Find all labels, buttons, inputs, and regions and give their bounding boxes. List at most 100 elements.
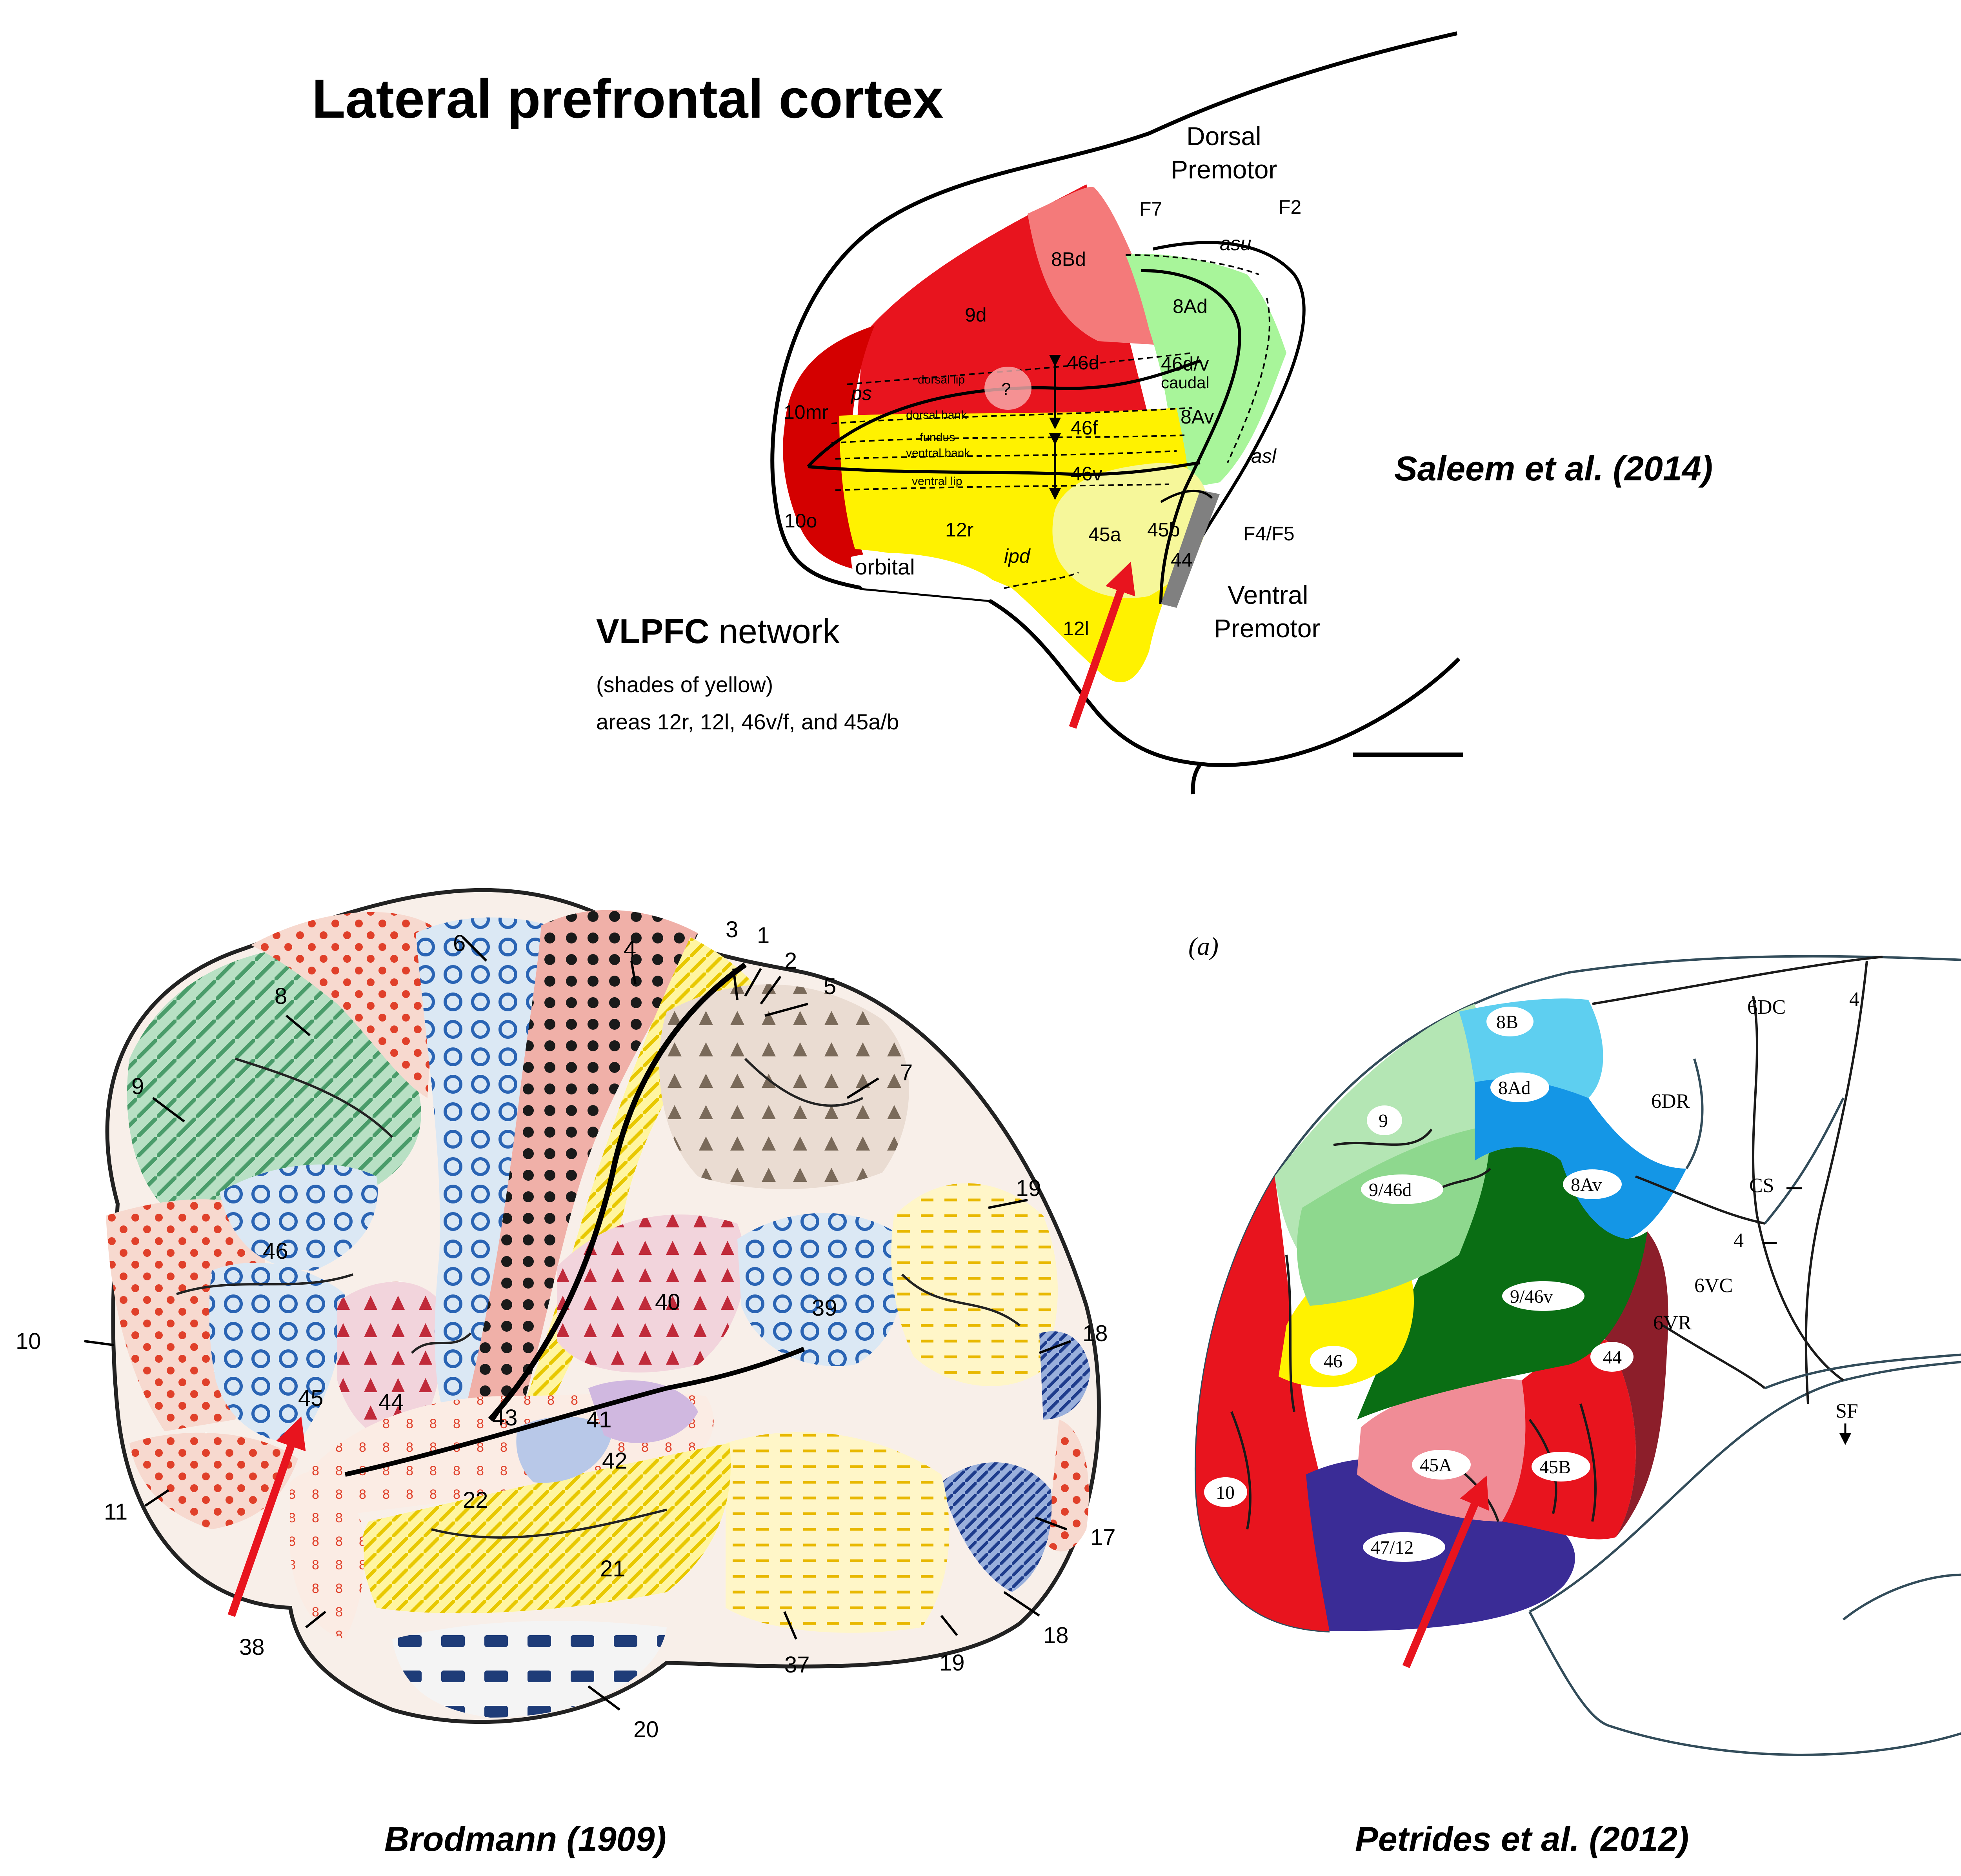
network-note-2: areas 12r, 12l, 46v/f, and 45a/b	[596, 709, 899, 734]
brodmann-label-3: 3	[726, 917, 738, 942]
label-question: ?	[1001, 380, 1011, 399]
dorsal-premotor-line1: Dorsal	[1186, 122, 1261, 151]
label-46f: 46f	[1071, 417, 1098, 439]
petrides-outer-SF: SF	[1835, 1400, 1858, 1422]
ventral-premotor-line2: Premotor	[1214, 614, 1320, 643]
brodmann-panel: 4 3 1 2 5 6 7 8 9 10 11 19 18 17 18 19 3…	[16, 888, 1116, 1858]
oval-45A	[1412, 1450, 1471, 1480]
brodmann-label-18-top: 18	[1082, 1321, 1108, 1346]
oval-45B	[1532, 1452, 1590, 1482]
brodmann-area-39	[737, 1213, 903, 1366]
oval-47-12	[1363, 1532, 1445, 1562]
brodmann-area-8	[251, 912, 435, 1098]
petrides-outer-4-mid: 4	[1734, 1229, 1744, 1252]
sylvian-fissure	[344, 1347, 805, 1477]
brodmann-label-40: 40	[655, 1289, 680, 1315]
brodmann-label-44: 44	[378, 1389, 404, 1415]
layer-fundus: fundus	[920, 431, 955, 444]
saleem-brainstem-curve	[1191, 763, 1202, 794]
petrides-label-8B: 8B	[1496, 1012, 1518, 1033]
petrides-outer-lines	[1685, 1058, 1961, 1389]
oval-9-46v	[1502, 1281, 1584, 1311]
brodmann-gyral-lines	[176, 1058, 1021, 1539]
petrides-citation: Petrides et al. (2012)	[1355, 1820, 1689, 1858]
brodmann-label-42: 42	[602, 1448, 628, 1474]
brodmann-area-18	[1039, 1331, 1090, 1420]
label-9d: 9d	[965, 304, 987, 326]
lower-arc	[1160, 489, 1213, 503]
ventral-premotor-line1: Ventral	[1228, 580, 1308, 609]
petrides-label-9-46d: 9/46d	[1369, 1180, 1412, 1200]
petrides-label-9-46v: 9/46v	[1510, 1286, 1553, 1307]
label-F7: F7	[1139, 198, 1162, 220]
oval-8Ad	[1490, 1073, 1549, 1102]
brodmann-label-10: 10	[16, 1329, 41, 1354]
brodmann-label-1: 1	[757, 923, 769, 948]
network-bold: VLPFC	[596, 612, 709, 651]
principal-sulcus-upper	[807, 359, 1201, 468]
brodmann-label-20: 20	[633, 1717, 659, 1742]
network-title: VLPFC network	[596, 612, 840, 651]
oval-9	[1367, 1105, 1402, 1135]
brodmann-label-11: 11	[104, 1499, 127, 1525]
label-10mr: 10mr	[784, 401, 828, 423]
saleem-citation: Saleem et al. (2014)	[1394, 449, 1713, 488]
label-44: 44	[1171, 549, 1193, 571]
dashed-boundaries	[831, 352, 1193, 589]
brodmann-label-2: 2	[784, 948, 797, 974]
brodmann-label-41: 41	[586, 1407, 612, 1432]
brodmann-label-22: 22	[463, 1487, 488, 1513]
layer-ventral-bank: ventral bank	[906, 447, 970, 460]
petrides-area-9-46d-green	[1297, 1125, 1490, 1306]
red-arrow-brodmann	[227, 1416, 306, 1617]
brodmann-citation: Brodmann (1909)	[384, 1820, 666, 1858]
petrides-label-45B: 45B	[1539, 1457, 1571, 1478]
petrides-outer-6VR: 6VR	[1653, 1312, 1692, 1334]
label-8Ad: 8Ad	[1173, 295, 1208, 317]
brodmann-label-17: 17	[1090, 1525, 1116, 1550]
brodmann-label-45: 45	[298, 1385, 324, 1411]
brodmann-label-21: 21	[600, 1556, 626, 1582]
brodmann-label-6: 6	[453, 931, 466, 956]
brodmann-label-9: 9	[131, 1074, 144, 1099]
petrides-panel: (a) 8B 8Ad 9 9/46d 8	[1188, 932, 1961, 1858]
label-12l: 12l	[1063, 618, 1089, 640]
petrides-area-10	[1195, 1176, 1335, 1631]
label-ipd: ipd	[1004, 545, 1031, 567]
region-pink-8Bd	[1028, 187, 1161, 345]
red-arrow-saleem	[1069, 562, 1135, 729]
brodmann-label-39: 39	[812, 1295, 837, 1321]
brodmann-area-44	[337, 1282, 444, 1443]
network-rest: network	[709, 612, 840, 651]
petrides-area-9-46v	[1357, 1147, 1647, 1420]
brodmann-label-7: 7	[900, 1060, 913, 1085]
petrides-label-46: 46	[1324, 1351, 1343, 1372]
label-orbital: orbital	[855, 554, 915, 579]
brodmann-area-46	[220, 1164, 378, 1271]
petrides-label-45A: 45A	[1420, 1455, 1452, 1476]
petrides-outer-6DC: 6DC	[1747, 996, 1786, 1018]
dashed-green-edge	[1125, 254, 1270, 463]
brodmann-leaders	[84, 936, 1071, 1711]
label-46d: 46d	[1067, 352, 1099, 374]
principal-sulcus-lower	[808, 461, 1201, 476]
petrides-label-44: 44	[1603, 1347, 1622, 1368]
brodmann-area-38	[290, 1471, 364, 1639]
petrides-temporal-inner	[1843, 1573, 1961, 1621]
central-sulcus	[488, 962, 747, 1422]
label-45a: 45a	[1088, 524, 1121, 545]
label-ps: ps	[850, 382, 872, 404]
label-F4F5: F4/F5	[1243, 523, 1295, 545]
petrides-area-8A	[1475, 1079, 1686, 1239]
label-10o: 10o	[784, 510, 817, 532]
brodmann-area-21	[362, 1443, 731, 1614]
arcuate-sulcus-inner	[1141, 269, 1241, 604]
brodmann-area-37	[726, 1432, 950, 1633]
label-12r: 12r	[945, 519, 973, 541]
saleem-panel: Lateral prefrontal cortex 8Bd 9d 8Ad 46d…	[312, 31, 1713, 794]
petrides-pointer-arrows	[1763, 1187, 1845, 1439]
brodmann-label-5: 5	[824, 974, 836, 999]
brodmann-label-37: 37	[784, 1652, 810, 1678]
oval-8Av	[1563, 1169, 1622, 1199]
